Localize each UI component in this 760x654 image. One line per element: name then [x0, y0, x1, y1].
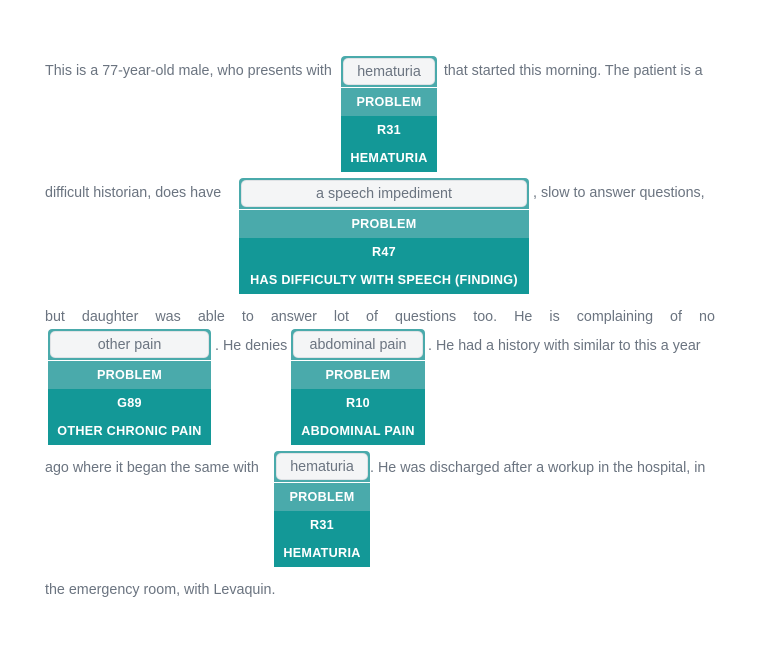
annotation-label: PROBLEM: [341, 88, 437, 116]
annotation-mention[interactable]: other pain: [50, 331, 209, 358]
word: answer: [270, 309, 317, 325]
line-6-text: the emergency room, with Levaquin.: [45, 582, 276, 598]
annotation-speech-impediment[interactable]: a speech impediment PROBLEM R47 HAS DIFF…: [239, 178, 529, 294]
annotation-label: PROBLEM: [48, 361, 211, 389]
text-line-2: difficult historian, does have: [45, 183, 715, 203]
annotation-mention[interactable]: a speech impediment: [241, 180, 527, 207]
text-line-5-after: . He was discharged after a workup in th…: [370, 458, 730, 478]
text-line-2-after: , slow to answer questions,: [533, 183, 733, 203]
annotation-mention[interactable]: hematuria: [276, 453, 368, 480]
line-1-text-before: This is a 77-year-old male, who presents…: [45, 63, 332, 79]
text-line-3: but daughter was able to answer lot of q…: [45, 307, 715, 327]
annotation-label: PROBLEM: [239, 210, 529, 238]
text-line-4-mid: . He denies: [215, 336, 295, 356]
text-line-4-after: . He had a history with similar to this …: [428, 336, 728, 356]
text-line-1: This is a 77-year-old male, who presents…: [45, 61, 715, 81]
word: is: [549, 309, 560, 325]
annotation-other-pain[interactable]: other pain PROBLEM G89 OTHER CHRONIC PAI…: [48, 329, 211, 445]
word: but: [45, 309, 65, 325]
annotation-label: PROBLEM: [274, 483, 370, 511]
word: complaining: [576, 309, 654, 325]
annotation-description: HAS DIFFICULTY WITH SPEECH (FINDING): [239, 266, 529, 294]
line-2-text-after: , slow to answer questions,: [533, 185, 705, 201]
annotation-code: G89: [48, 389, 211, 417]
word: He: [514, 309, 533, 325]
annotation-description: OTHER CHRONIC PAIN: [48, 417, 211, 445]
word: was: [155, 309, 181, 325]
annotation-mention[interactable]: hematuria: [343, 58, 435, 85]
word: of: [670, 309, 682, 325]
annotation-description: HEMATURIA: [341, 144, 437, 172]
line-5-text-before: ago where it began the same with: [45, 460, 259, 476]
line-3-words: but daughter was able to answer lot of q…: [45, 307, 715, 327]
annotation-mention[interactable]: abdominal pain: [293, 331, 423, 358]
line-1-text-after: that started this morning. The patient i…: [443, 63, 703, 79]
line-4-text-mid: . He denies: [215, 338, 288, 354]
annotation-description: HEMATURIA: [274, 539, 370, 567]
text-line-6: the emergency room, with Levaquin.: [45, 580, 715, 600]
word: daughter: [81, 309, 139, 325]
line-2-text-before: difficult historian, does have: [45, 185, 222, 201]
annotation-label: PROBLEM: [291, 361, 425, 389]
word: too.: [473, 309, 498, 325]
annotation-code: R31: [341, 116, 437, 144]
line-4-text-after: . He had a history with similar to this …: [428, 338, 701, 354]
word: lot: [333, 309, 350, 325]
annotation-code: R47: [239, 238, 529, 266]
word: no: [699, 309, 715, 325]
word: able: [197, 309, 225, 325]
word: to: [241, 309, 254, 325]
line-5-text-after: . He was discharged after a workup in th…: [370, 460, 706, 476]
annotation-hematuria-1[interactable]: hematuria PROBLEM R31 HEMATURIA: [341, 56, 437, 172]
word: of: [366, 309, 378, 325]
word: questions: [395, 309, 457, 325]
annotation-hematuria-2[interactable]: hematuria PROBLEM R31 HEMATURIA: [274, 451, 370, 567]
annotation-code: R31: [274, 511, 370, 539]
annotation-code: R10: [291, 389, 425, 417]
annotation-description: ABDOMINAL PAIN: [291, 417, 425, 445]
annotation-abdominal-pain[interactable]: abdominal pain PROBLEM R10 ABDOMINAL PAI…: [291, 329, 425, 445]
text-line-5: ago where it began the same with: [45, 458, 715, 478]
